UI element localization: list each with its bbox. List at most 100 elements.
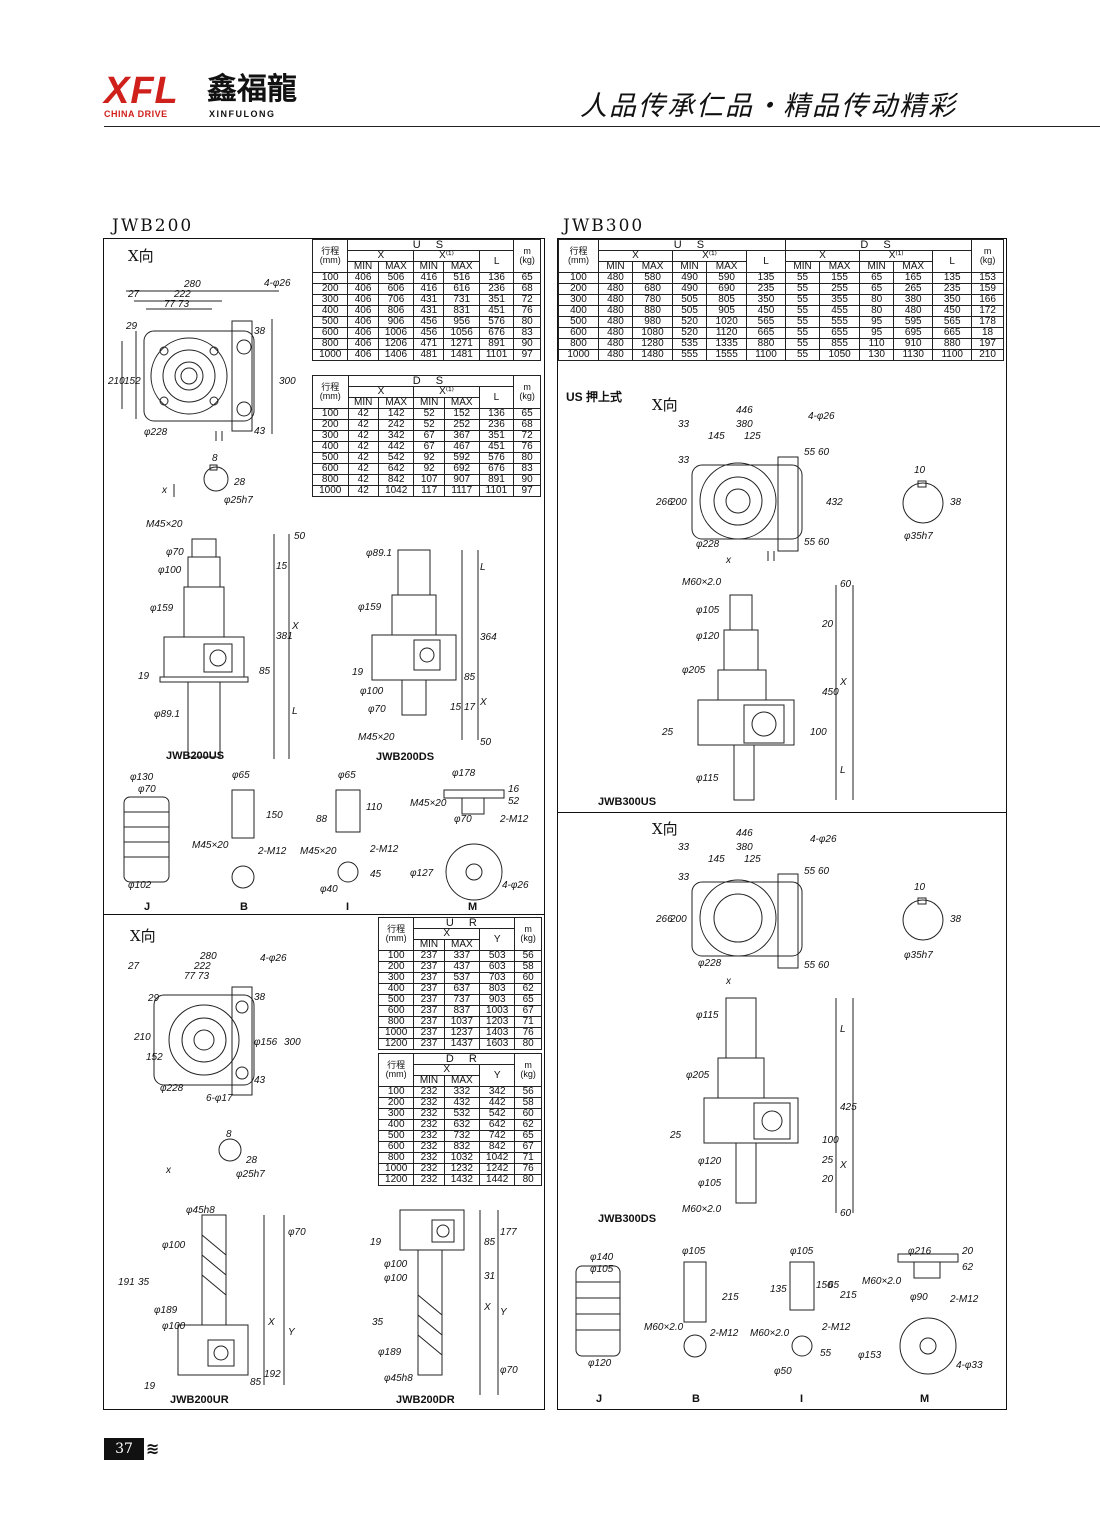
- dim-115-ds: φ115: [696, 1010, 719, 1021]
- dim-29: 29: [125, 321, 138, 332]
- dim-85: 85: [259, 666, 271, 677]
- dim-159-ds: φ159: [358, 602, 382, 613]
- table-cell: 55: [784, 272, 821, 284]
- table-cell: 1056: [443, 327, 480, 339]
- dim-m45-b: M45×20: [192, 840, 229, 851]
- dim-40: φ40: [320, 884, 338, 895]
- dim-145-ds: 145: [708, 854, 725, 865]
- table-cell: 76: [514, 1163, 542, 1175]
- x1-label: X⁽¹⁾: [413, 386, 480, 398]
- dim-280: 280: [183, 279, 201, 290]
- dim-446-ds: 446: [736, 828, 753, 839]
- min-label: MIN: [413, 939, 445, 951]
- jwb200dr-drawing: 19 85 177 φ100 φ100 31 X Y 191 35 φ189 φ…: [370, 1209, 518, 1406]
- dim-200-ds: 200: [669, 914, 687, 925]
- caption-j-r: J: [596, 1393, 602, 1405]
- dim-215-i: 215: [839, 1290, 857, 1301]
- table-cell: 237: [413, 994, 445, 1006]
- table-cell: 1000: [377, 1163, 415, 1175]
- dim-125-ds: 125: [744, 854, 761, 865]
- table-cell: 600: [558, 327, 599, 339]
- min-label: MIN: [413, 397, 445, 409]
- dim-29-ur: 29: [147, 993, 160, 1004]
- dim-43-ur: 43: [254, 1075, 266, 1086]
- l-label: L: [478, 250, 515, 273]
- table-cell: 956: [443, 316, 480, 328]
- dim-300: 300: [279, 376, 296, 387]
- jwb300-lower-panel: [557, 812, 1007, 1410]
- table-cell: 342: [377, 430, 415, 442]
- table-cell: 406: [347, 272, 379, 284]
- x-view-label-2: X向: [130, 927, 156, 945]
- x-arrow-r: x: [725, 555, 732, 566]
- table-cell: 58: [514, 1097, 542, 1109]
- table-cell: 437: [443, 961, 481, 973]
- table-cell: 42: [347, 430, 379, 442]
- table-cell: 80: [859, 294, 895, 306]
- table-cell: 200: [558, 283, 599, 295]
- jwb200ds-drawing: φ89.1 φ159 364 L 19 85 φ100 φ70 15 17 X …: [352, 548, 497, 763]
- table-cell: 130: [859, 349, 895, 361]
- jwb200-title: JWB200: [112, 216, 194, 236]
- table-cell: 480: [597, 272, 634, 284]
- dim-m60-ds: M60×2.0: [682, 1204, 722, 1215]
- dim-19-ur: 19: [144, 1381, 156, 1392]
- dim-55-i: 55: [820, 1348, 832, 1359]
- table-cell: 842: [377, 474, 415, 486]
- table-cell: 80: [859, 305, 895, 317]
- table-cell: 107: [413, 474, 445, 486]
- dim-205: φ205: [682, 665, 706, 676]
- table-cell: 367: [443, 430, 480, 442]
- table-cell: 695: [893, 327, 934, 339]
- table-cell: 1120: [706, 327, 748, 339]
- dim-70-j: φ70: [138, 784, 156, 795]
- dim-150-i: 150: [816, 1280, 833, 1291]
- table-cell: 65: [513, 272, 541, 284]
- x-label: X: [347, 386, 415, 398]
- table-cell: 252: [443, 419, 480, 431]
- dim-45h8: φ45h8: [186, 1205, 215, 1216]
- jwb200-accessories: φ130 φ70 φ102 φ65 150 M45×20 2-M12 φ65 8…: [123, 768, 529, 913]
- table-cell: 907: [443, 474, 480, 486]
- dim-25: 25: [661, 727, 674, 738]
- dim-200: 200: [669, 497, 687, 508]
- dim-432: 432: [826, 497, 843, 508]
- table-cell: 576: [478, 452, 515, 464]
- table-cell: 166: [971, 294, 1004, 306]
- logo-letters: XFL: [104, 70, 179, 112]
- dim-85-dr: 85: [484, 1237, 496, 1248]
- y-label: Y: [478, 1064, 516, 1087]
- table-cell: 142: [377, 408, 415, 420]
- dim-191: 191: [118, 1277, 135, 1288]
- dim-446: 446: [736, 405, 753, 416]
- x-arrow-ur: x: [165, 1165, 172, 1176]
- table-cell: 400: [312, 441, 349, 453]
- dim-25-ds2: 25: [821, 1155, 834, 1166]
- table-cell: 100: [311, 272, 349, 284]
- table-cell: 980: [632, 316, 673, 328]
- caption-jwb200us: JWB200US: [166, 750, 224, 762]
- table-cell: 891: [478, 338, 515, 350]
- table-cell: 83: [513, 327, 541, 339]
- table-cell: 431: [413, 305, 445, 317]
- dim-35h7: φ35h7: [904, 531, 933, 542]
- dim-60: 60: [818, 447, 830, 458]
- dim-33-ds: 33: [678, 842, 690, 853]
- company-logo: XFL 鑫福龍 CHINA DRIVE XINFULONG: [104, 72, 309, 120]
- table-cell: 235: [746, 283, 786, 295]
- table-cell: 692: [443, 463, 480, 475]
- table-cell: 236: [478, 283, 515, 295]
- dim-19: 19: [138, 671, 150, 682]
- dim-100-r: 100: [810, 727, 827, 738]
- dim-125: 125: [744, 431, 761, 442]
- dim-2m12-i-r: 2-M12: [821, 1322, 851, 1333]
- dim-300-ur: 300: [284, 1037, 301, 1048]
- table-cell: 237: [413, 1038, 445, 1050]
- dim-Y-ur: Y: [288, 1327, 296, 1338]
